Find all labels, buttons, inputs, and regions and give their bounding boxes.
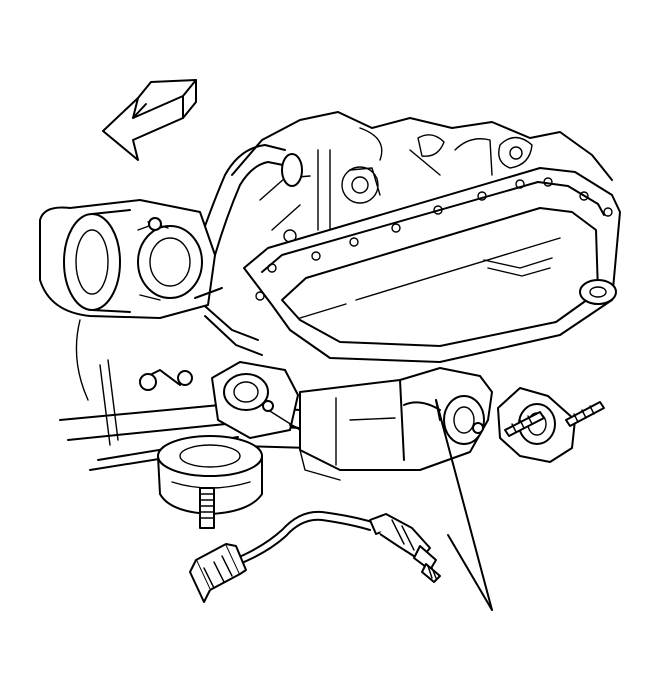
pan-bolts (255, 177, 613, 301)
oxygen-sensor (369, 513, 441, 583)
round-housing-left (39, 199, 223, 319)
direction-arrow (102, 79, 197, 161)
sensor-harness (231, 510, 373, 567)
oil-pan (243, 167, 621, 363)
round-mount (157, 435, 263, 529)
exhaust-flange (497, 387, 605, 463)
catalytic-converter (299, 367, 493, 481)
callout-leader (435, 399, 493, 611)
mount-bracket (211, 361, 356, 456)
connector (189, 543, 247, 603)
